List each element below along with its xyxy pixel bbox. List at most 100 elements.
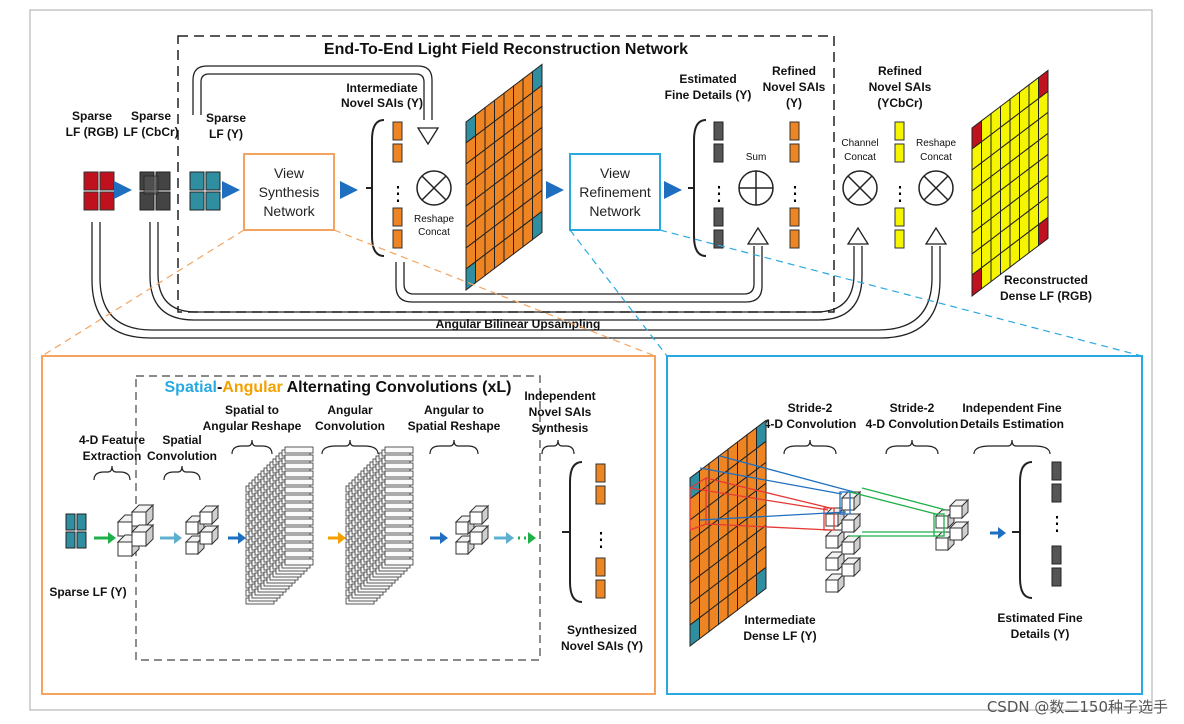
watermark: CSDN @数二150种子选手 [987, 698, 1168, 716]
left-sparse-y [65, 513, 87, 549]
intermediate-label-2: Novel SAIs (Y) [341, 96, 423, 110]
slab [384, 486, 414, 494]
refined-ycbcr-label-3: (YCbCr) [877, 96, 922, 110]
conv-projections [689, 455, 947, 537]
slab [384, 462, 414, 470]
view-refinement-box [569, 153, 661, 231]
slab [384, 494, 414, 502]
refined-ycbcr-column [894, 121, 905, 249]
refined-ycbcr-label-1: Refined [878, 64, 922, 78]
s2a-label-1: Spatial to [225, 403, 279, 417]
sparse-y-label-1: Sparse [206, 111, 246, 125]
sparse-cbcr-label-1: Sparse [131, 109, 171, 123]
slab [284, 558, 314, 566]
stride1-label-2: 4-D Convolution [764, 417, 857, 431]
slab [284, 542, 314, 550]
feature-cube-front [117, 541, 133, 557]
intermediate-dense-label-1: Intermediate [744, 613, 816, 627]
reconstructed-label-1: Reconstructed [1004, 273, 1088, 287]
slab [284, 470, 314, 478]
intermediate-dense-grid [465, 63, 543, 292]
slab [384, 534, 414, 542]
estimated-fine-column [713, 121, 724, 249]
sparse-y-label-2: LF (Y) [209, 127, 243, 141]
slab [284, 462, 314, 470]
synthesized-column [595, 463, 606, 599]
a2s-label-2: Spatial Reshape [408, 419, 501, 433]
sparse-lf-cbcr [139, 171, 171, 211]
view-refinement-label-3: Network [589, 203, 641, 219]
slab [384, 518, 414, 526]
slab [384, 510, 414, 518]
refined-ycbcr-label-2: Novel SAIs [869, 80, 932, 94]
independent-label-3: Synthesis [532, 421, 589, 435]
hollow-arrowheads [416, 127, 948, 245]
view-synthesis-panel [41, 355, 656, 695]
spatial-cube-front [199, 531, 213, 545]
stride1-cube-front [825, 513, 839, 527]
stride1-cube-front [825, 535, 839, 549]
intermediate-bracket [371, 119, 385, 257]
outer-frame [29, 9, 1153, 711]
slab [384, 526, 414, 534]
top-grid-cell [532, 210, 543, 241]
synthesized-label-1: Synthesized [567, 623, 637, 637]
left-slab-stacks [245, 446, 414, 605]
stride2-cube-front [949, 527, 963, 541]
s2a-label-2: Angular Reshape [203, 419, 302, 433]
estimated-fine-details-label-2: Details (Y) [1011, 627, 1070, 641]
slab [284, 478, 314, 486]
spatial-conv-label-2: Convolution [147, 449, 217, 463]
channel-concat-label-1: Channel [841, 138, 878, 149]
view-synthesis-label-2: Synthesis [259, 184, 320, 200]
view-synthesis-label-3: Network [263, 203, 315, 219]
sparse-rgb-label-2: LF (RGB) [66, 125, 119, 139]
slab [284, 494, 314, 502]
stride2-label-1: Stride-2 [890, 401, 935, 415]
stride1-cube-front [841, 519, 855, 533]
slab [284, 550, 314, 558]
reshape-concat-2-label-1: Reshape [916, 138, 956, 149]
spatial-conv-label-1: Spatial [162, 433, 201, 447]
angular-bilinear-label: Angular Bilinear Upsampling [436, 317, 601, 331]
view-synthesis-box [243, 153, 335, 231]
slab [284, 518, 314, 526]
left-flow-arrows [94, 532, 536, 544]
reconstructed-dense-grid [971, 69, 1049, 298]
reshape-concat-1-label-1: Reshape [414, 214, 454, 225]
alternating-conv-dashed-box [135, 375, 541, 661]
slab [384, 454, 414, 462]
stride1-cube-front [841, 497, 855, 511]
sparse-rgb-label-1: Sparse [72, 109, 112, 123]
estimated-fine-ellipsis: ⋮ [1047, 513, 1067, 535]
slab [284, 446, 314, 454]
stride2-label-2: 4-D Convolution [866, 417, 959, 431]
network-title: End-To-End Light Field Reconstruction Ne… [324, 41, 688, 58]
slab [384, 542, 414, 550]
feature-cube-front [131, 511, 147, 527]
independent-label-2: Novel SAIs [529, 405, 592, 419]
intermediate-dense-label-2: Dense LF (Y) [743, 629, 816, 643]
refined-y-label-3: (Y) [786, 96, 802, 110]
stride2-cube-front [935, 515, 949, 529]
intermediate-ellipsis: ⋮ [388, 183, 408, 205]
slab [284, 526, 314, 534]
a2s-label-1: Angular to [424, 403, 484, 417]
spatial-cube-front [199, 511, 213, 525]
channel-concat-label-2: Concat [844, 152, 876, 163]
a2s-cube-front [469, 511, 483, 525]
right-arrow [990, 527, 1006, 539]
stride2-cube-front [949, 505, 963, 519]
spatial-cube-front [185, 521, 199, 535]
intermediate-sais-column [392, 121, 403, 249]
a2s-cube-front [455, 521, 469, 535]
refined-y-column [789, 121, 800, 249]
refined-ellipsis: ⋮ [785, 183, 805, 205]
a2s-cube-front [469, 531, 483, 545]
synthesized-ellipsis: ⋮ [591, 529, 611, 551]
sparse-lf-y-label: Sparse LF (Y) [49, 585, 126, 599]
independent-fine-label-2: Details Estimation [960, 417, 1064, 431]
stride1-label-1: Stride-2 [788, 401, 833, 415]
slab [284, 454, 314, 462]
slab [284, 502, 314, 510]
